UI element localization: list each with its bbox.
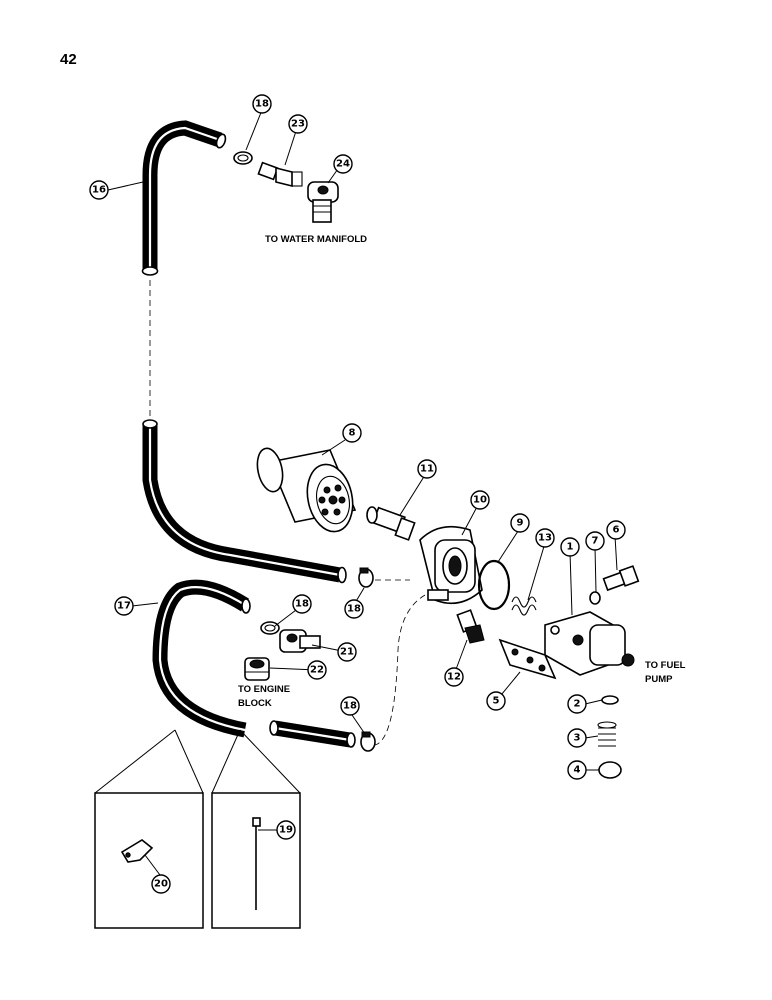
callout-18-top: 18 <box>252 94 272 114</box>
svg-text:20: 20 <box>154 879 168 890</box>
washer-2 <box>601 695 619 705</box>
svg-text:1: 1 <box>567 542 574 553</box>
svg-text:21: 21 <box>340 647 354 658</box>
detail-box-20 <box>94 729 204 929</box>
leader-lines <box>107 109 618 876</box>
o-ring-9 <box>477 559 511 611</box>
elbow-21 <box>279 629 321 653</box>
filter-base-10 <box>419 525 483 605</box>
svg-text:17: 17 <box>117 601 131 612</box>
callout-22: 22 <box>307 660 327 680</box>
callout-4: 4 <box>567 760 587 780</box>
callout-9: 9 <box>510 513 530 533</box>
svg-text:18: 18 <box>347 604 361 615</box>
svg-text:19: 19 <box>279 825 293 836</box>
svg-text:18: 18 <box>295 599 309 610</box>
svg-text:6: 6 <box>613 525 620 536</box>
svg-text:16: 16 <box>92 185 106 196</box>
callout-5: 5 <box>486 691 506 711</box>
clamp-18-top <box>233 151 253 165</box>
callout-20: 20 <box>151 874 171 894</box>
callout-21: 21 <box>337 642 357 662</box>
callout-11: 11 <box>417 459 437 479</box>
clamp-18-bottom <box>360 731 376 752</box>
callout-16: 16 <box>89 180 109 200</box>
route-line-2 <box>374 594 426 746</box>
tee-fitting-24 <box>307 181 339 223</box>
label-to-fuel: TO FUEL <box>645 660 686 671</box>
callout-8: 8 <box>342 423 362 443</box>
svg-text:7: 7 <box>592 536 599 547</box>
spring-3 <box>597 721 617 747</box>
svg-text:2: 2 <box>574 699 581 710</box>
svg-text:9: 9 <box>517 518 524 529</box>
clamp-18-mid <box>358 567 374 588</box>
svg-text:24: 24 <box>336 159 350 170</box>
svg-text:12: 12 <box>447 672 461 683</box>
callout-18-hose17: 18 <box>292 594 312 614</box>
callout-1: 1 <box>560 537 580 557</box>
label-block: BLOCK <box>238 698 272 709</box>
cap-4 <box>598 761 622 779</box>
svg-text:5: 5 <box>493 696 500 707</box>
fitting-22 <box>244 657 270 681</box>
oil-filter-8 <box>256 447 357 533</box>
detail-box-19 <box>211 729 301 929</box>
callout-17: 17 <box>114 596 134 616</box>
svg-text:18: 18 <box>343 701 357 712</box>
callout-23: 23 <box>288 114 308 134</box>
fitting-12 <box>456 609 485 644</box>
valve-body-1 <box>544 611 635 676</box>
callout-18-mid: 18 <box>344 599 364 619</box>
svg-text:13: 13 <box>538 533 552 544</box>
page-number: 42 <box>60 51 77 68</box>
hose-17-short-segment <box>269 720 356 748</box>
label-to-engine: TO ENGINE <box>238 684 290 695</box>
hose-16-upper <box>141 120 227 276</box>
clamp-18-hose17 <box>260 621 280 635</box>
bolt-6 <box>602 565 640 592</box>
gasket-5 <box>498 638 557 680</box>
svg-text:18: 18 <box>255 99 269 110</box>
callout-3: 3 <box>567 728 587 748</box>
washer-7 <box>589 591 601 605</box>
hose-16-lower <box>142 419 347 584</box>
svg-text:3: 3 <box>574 733 581 744</box>
svg-text:8: 8 <box>349 428 356 439</box>
callout-12: 12 <box>444 667 464 687</box>
svg-text:10: 10 <box>473 495 487 506</box>
label-to-water-manifold: TO WATER MANIFOLD <box>265 234 367 245</box>
callout-6: 6 <box>606 520 626 540</box>
callout-13: 13 <box>535 528 555 548</box>
callout-2: 2 <box>567 694 587 714</box>
hose-17 <box>152 579 251 738</box>
svg-text:4: 4 <box>574 765 581 776</box>
adapter-11 <box>366 506 416 541</box>
callout-19: 19 <box>276 820 296 840</box>
callout-24: 24 <box>333 154 353 174</box>
fitting-23 <box>257 161 303 188</box>
spring-13 <box>511 596 537 616</box>
svg-text:11: 11 <box>420 464 434 475</box>
label-pump: PUMP <box>645 674 673 685</box>
callout-18-bottom: 18 <box>340 696 360 716</box>
callout-7: 7 <box>585 531 605 551</box>
svg-text:22: 22 <box>310 665 324 676</box>
svg-text:23: 23 <box>291 119 305 130</box>
callout-10: 10 <box>470 490 490 510</box>
